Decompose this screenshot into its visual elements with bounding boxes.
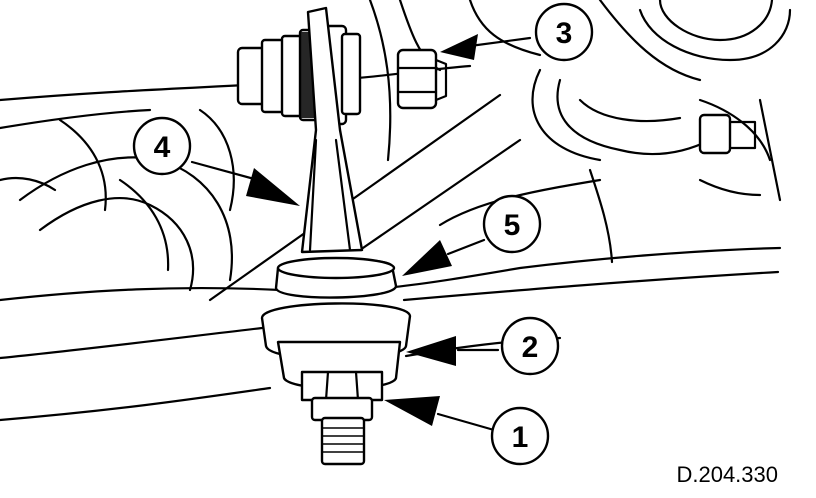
leader-lines [190, 34, 532, 432]
bush-upper [274, 256, 398, 299]
link-rod [300, 6, 364, 254]
callout-1: 1 [490, 406, 550, 466]
callout-3: 3 [534, 2, 594, 62]
nut-3 [396, 48, 448, 110]
reference-code: D.204.330 [676, 462, 778, 487]
callout-5: 5 [482, 194, 542, 254]
svg-text:2: 2 [522, 331, 539, 364]
upper-bolt-assembly [236, 24, 362, 126]
lower-nut [300, 370, 384, 466]
svg-text:4: 4 [154, 131, 171, 164]
callout-4: 4 [132, 116, 192, 176]
svg-text:5: 5 [504, 209, 521, 242]
svg-text:3: 3 [556, 17, 573, 50]
callout-2: 2 [500, 316, 560, 376]
svg-text:1: 1 [512, 421, 529, 454]
background-linework [0, 0, 792, 422]
